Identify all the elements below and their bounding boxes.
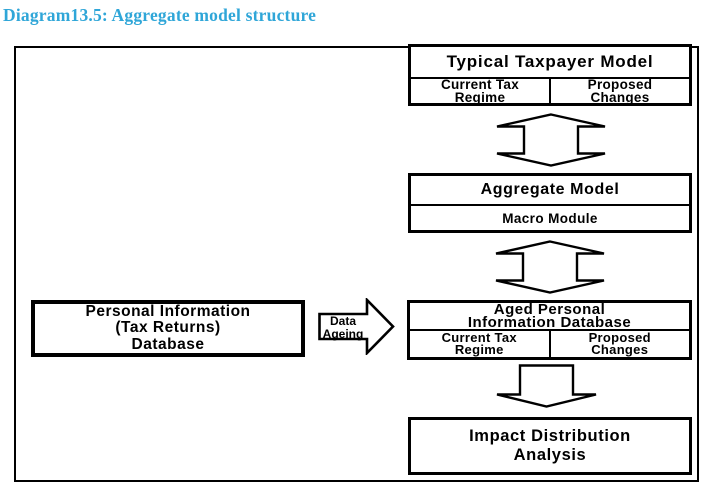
cell-line: Current Tax	[441, 329, 517, 345]
label-line: Data	[329, 313, 356, 328]
cell-line: Changes	[590, 89, 650, 105]
cell-line: Regime	[454, 342, 504, 357]
proposed-changes-cell: Proposed Changes	[548, 329, 690, 357]
aged-personal-cells: Current Tax Regime Proposed Changes	[410, 331, 689, 357]
label-line: Ageing	[322, 327, 364, 341]
updown-arrow-icon	[495, 240, 605, 294]
title-line: Aged Personal	[493, 301, 606, 318]
aged-personal-database-title: Aged Personal Information Database	[410, 301, 689, 331]
box-line: Database	[131, 335, 205, 353]
aggregate-model-box: Aggregate Model Macro Module	[408, 173, 692, 233]
cell-line: Changes	[591, 342, 649, 357]
data-ageing-label: Data Ageing	[320, 313, 366, 343]
typical-taxpayer-model-title: Typical Taxpayer Model	[411, 47, 689, 79]
box-line: Analysis	[513, 446, 587, 464]
typical-taxpayer-cells: Current Tax Regime Proposed Changes	[411, 77, 689, 105]
aggregate-model-title: Aggregate Model	[411, 176, 689, 206]
diagram-caption: Diagram13.5: Aggregate model structure	[3, 5, 317, 25]
box-line: (Tax Returns)	[115, 319, 221, 337]
aged-personal-information-database-box: Aged Personal Information Database Curre…	[407, 300, 692, 360]
cell-line: Proposed	[587, 77, 653, 92]
impact-distribution-analysis-box: Impact Distribution Analysis	[408, 417, 692, 475]
cell-line: Current Tax	[440, 77, 520, 92]
diagram-frame	[14, 46, 699, 482]
cell-line: Regime	[454, 89, 506, 105]
current-tax-regime-cell: Current Tax Regime	[410, 331, 549, 357]
macro-module-cell: Macro Module	[502, 210, 598, 226]
proposed-changes-cell: Proposed Changes	[549, 77, 689, 105]
typical-taxpayer-model-box: Typical Taxpayer Model Current Tax Regim…	[408, 44, 692, 106]
updown-arrow-icon	[496, 113, 606, 167]
personal-information-database-box: Personal Information (Tax Returns) Datab…	[31, 300, 305, 357]
box-line: Personal Information	[85, 303, 251, 321]
cell-line: Proposed	[588, 329, 651, 345]
title-line: Information Database	[467, 314, 632, 331]
box-line: Impact Distribution	[469, 427, 631, 445]
current-tax-regime-cell: Current Tax Regime	[411, 77, 549, 105]
right-arrow-icon	[318, 298, 395, 355]
down-arrow-icon	[496, 364, 597, 408]
